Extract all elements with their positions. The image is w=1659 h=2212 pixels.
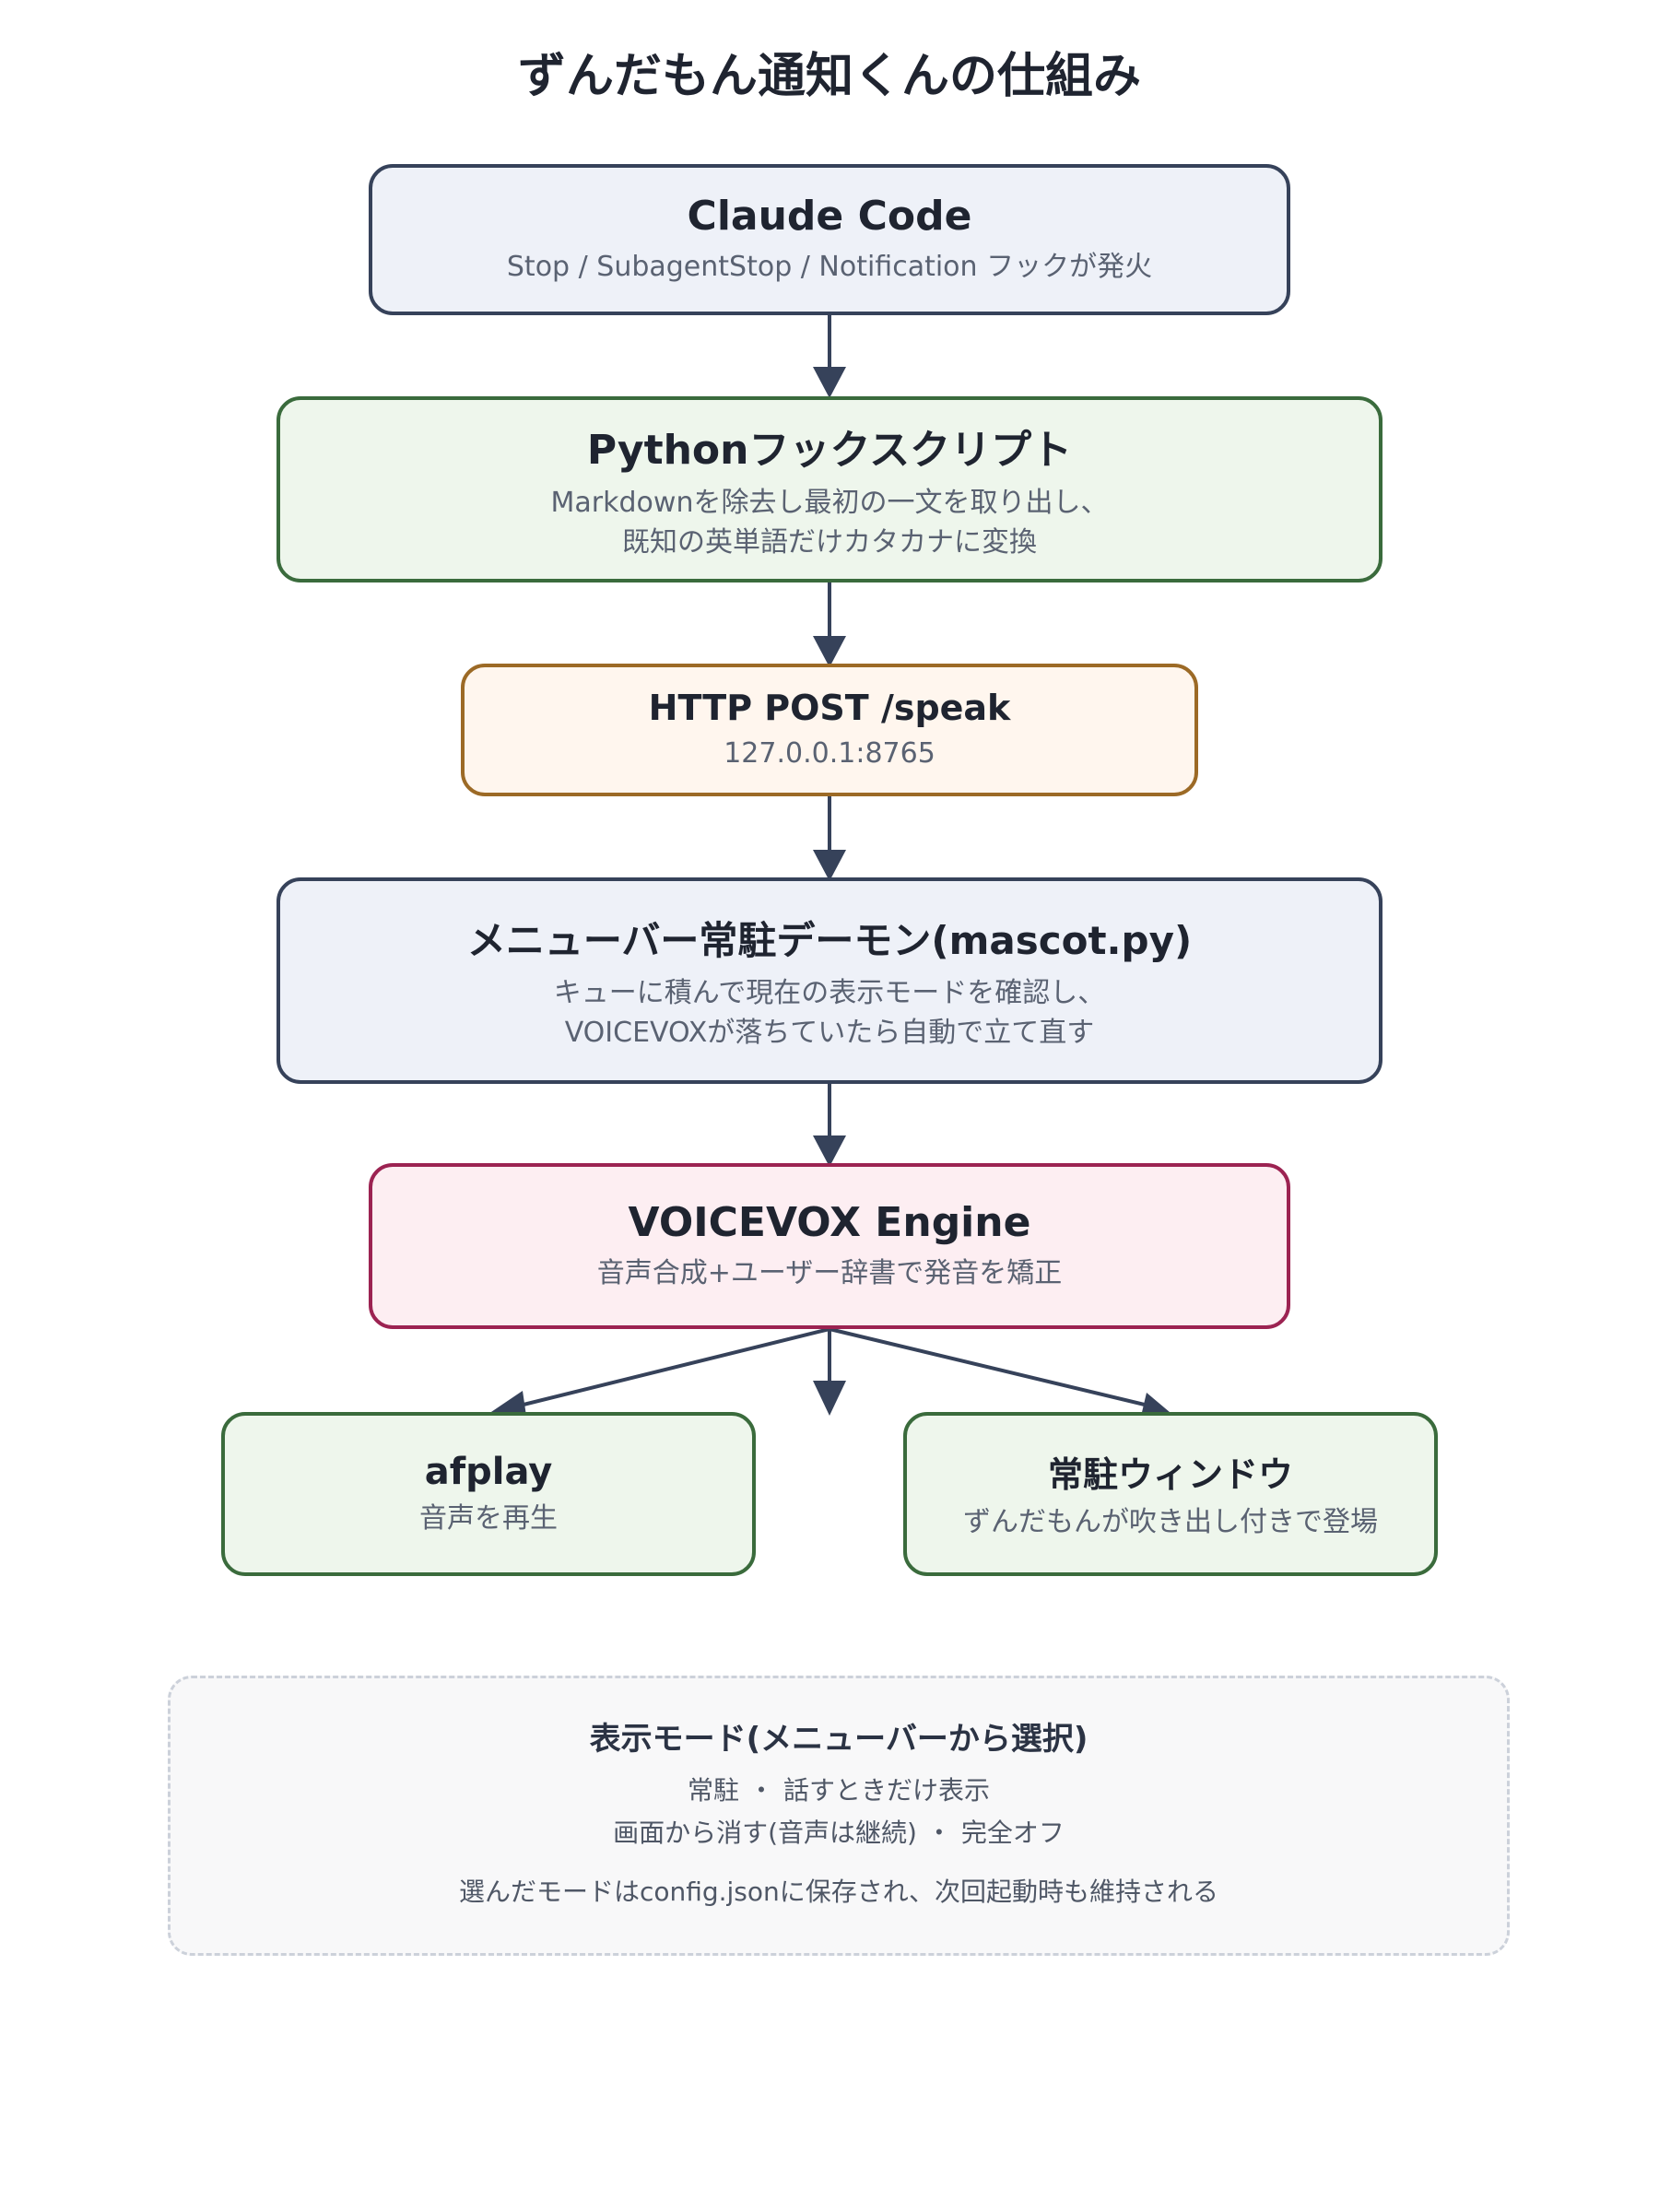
node-python-hook: Pythonフックスクリプト Markdownを除去し最初の一文を取り出し、 既… xyxy=(276,396,1382,582)
node-afplay: afplay 音声を再生 xyxy=(221,1412,756,1576)
mode-hide-keep-audio: 画面から消す(音声は継続) xyxy=(613,1818,917,1848)
node-afplay-desc: 音声を再生 xyxy=(419,1501,558,1535)
diagram-title: ずんだもん通知くんの仕組み xyxy=(517,49,1141,104)
node-resident-window-title: 常駐ウィンドウ xyxy=(1047,1454,1293,1495)
arrow-voicevox-to-window xyxy=(829,1327,1153,1408)
mode-resident: 常駐 xyxy=(687,1775,739,1806)
arrowhead-http xyxy=(813,636,846,667)
arrowhead-voicevox xyxy=(813,1135,846,1167)
node-claude-code-desc: Stop / SubagentStop / Notification フックが発… xyxy=(506,251,1153,283)
node-voicevox-engine: VOICEVOX Engine 音声合成+ユーザー辞書で発音を矯正 xyxy=(369,1163,1290,1329)
node-afplay-title: afplay xyxy=(424,1450,553,1493)
display-modes-heading: 表示モード(メニューバーから選択) xyxy=(589,1721,1088,1758)
arrowhead-python xyxy=(813,367,846,398)
node-claude-code-title: Claude Code xyxy=(687,193,972,240)
node-python-hook-title: Pythonフックスクリプト xyxy=(586,427,1073,474)
node-http-post: HTTP POST /speak 127.0.0.1:8765 xyxy=(461,664,1198,796)
node-python-hook-desc-1: Markdownを除去し最初の一文を取り出し、 xyxy=(550,487,1109,519)
node-voicevox-engine-title: VOICEVOX Engine xyxy=(628,1199,1031,1246)
node-claude-code: Claude Code Stop / SubagentStop / Notifi… xyxy=(369,164,1290,315)
node-menubar-daemon-desc-2: VOICEVOXが落ちていたら自動で立て直す xyxy=(564,1016,1095,1049)
node-http-post-title: HTTP POST /speak xyxy=(648,687,1011,728)
mode-separator: ・ xyxy=(747,1775,774,1806)
display-modes-note: 選んだモードはconfig.jsonに保存され、次回起動時も維持される xyxy=(458,1877,1219,1907)
display-modes-line-2: 画面から消す(音声は継続) ・完全オフ xyxy=(171,1813,1507,1850)
arrow-voicevox-to-afplay xyxy=(515,1327,830,1408)
node-menubar-daemon-title: メニューバー常駐デーモン(mascot.py) xyxy=(466,917,1193,963)
node-resident-window: 常駐ウィンドウ ずんだもんが吹き出し付きで登場 xyxy=(903,1412,1438,1576)
display-modes-panel: 表示モード(メニューバーから選択) 常駐・話すときだけ表示 画面から消す(音声は… xyxy=(168,1676,1510,1956)
node-voicevox-engine-desc: 音声合成+ユーザー辞書で発音を矯正 xyxy=(596,1257,1063,1289)
node-python-hook-desc-2: 既知の英単語だけカタカナに変換 xyxy=(622,526,1037,559)
node-resident-window-desc: ずんだもんが吹き出し付きで登場 xyxy=(963,1506,1378,1538)
mode-fully-off: 完全オフ xyxy=(960,1818,1065,1848)
node-http-post-desc: 127.0.0.1:8765 xyxy=(724,736,935,770)
arrowhead-center xyxy=(813,1381,846,1416)
arrowhead-daemon xyxy=(813,850,846,881)
node-menubar-daemon: メニューバー常駐デーモン(mascot.py) キューに積んで現在の表示モードを… xyxy=(276,877,1382,1084)
mode-separator: ・ xyxy=(925,1818,952,1848)
mode-show-when-speaking: 話すときだけ表示 xyxy=(783,1775,991,1806)
node-menubar-daemon-desc-1: キューに積んで現在の表示モードを確認し、 xyxy=(553,976,1106,1009)
display-modes-line-1: 常駐・話すときだけ表示 xyxy=(171,1771,1507,1807)
